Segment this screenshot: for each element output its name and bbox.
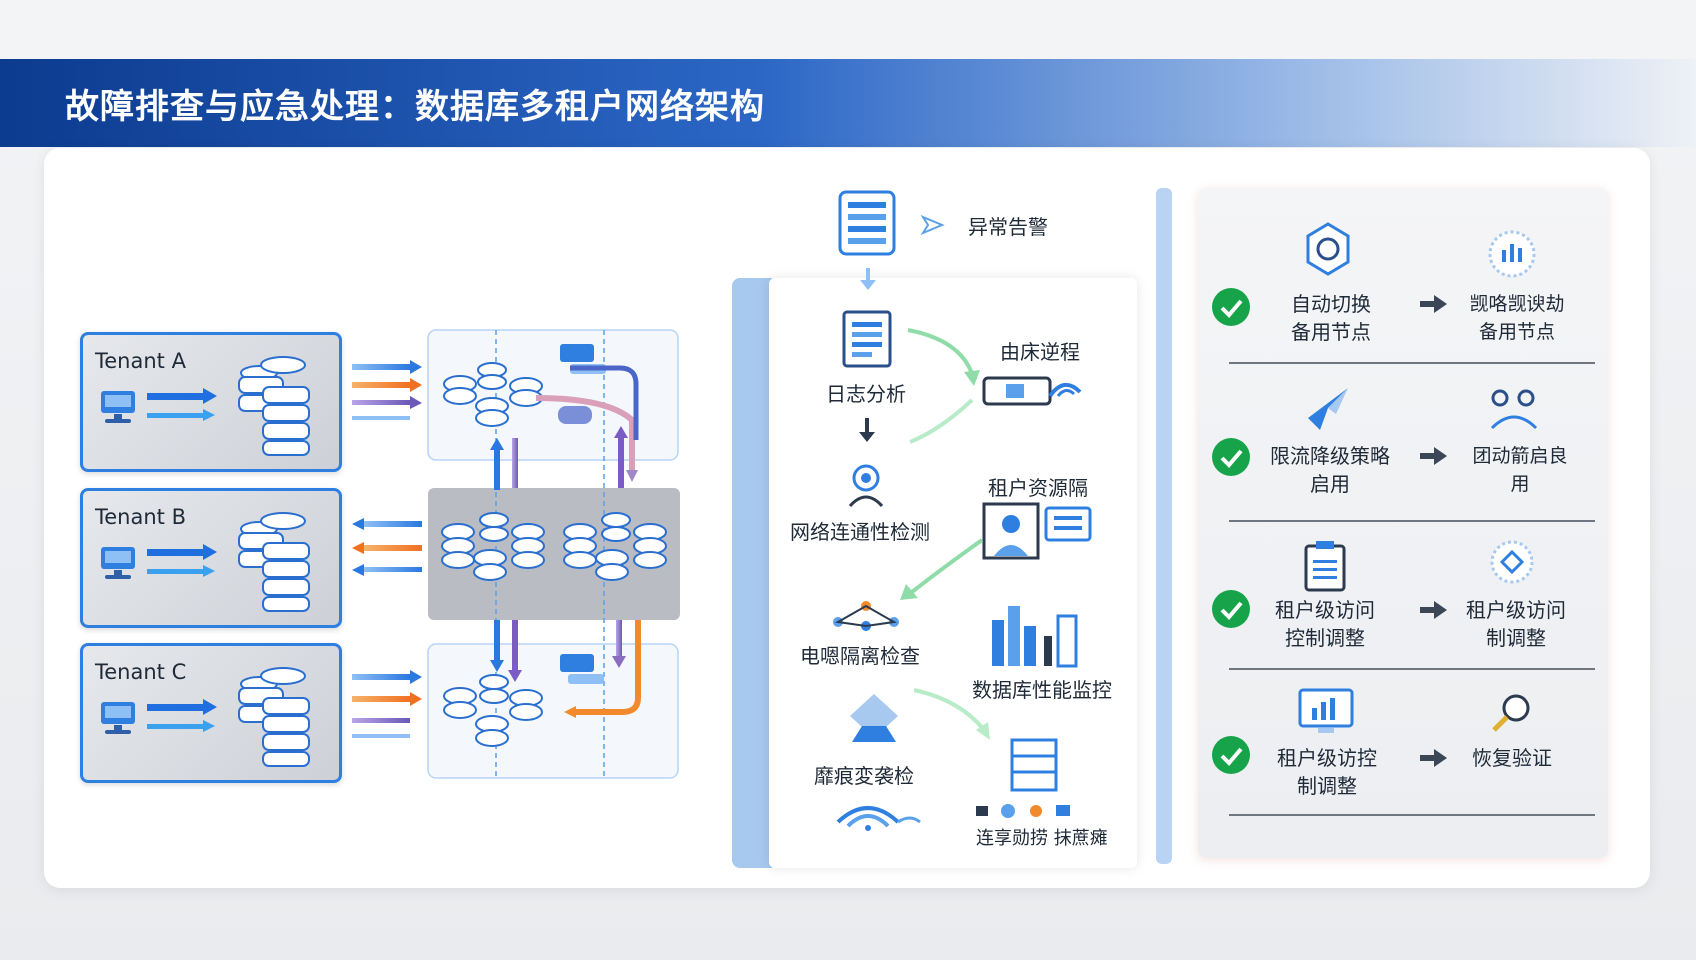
router-icon [982, 376, 1082, 406]
row-separator [1229, 520, 1595, 522]
action-3-right: 租户级访问 制调整 [1452, 596, 1580, 652]
action-3-left-line-1: 租户级访问 [1275, 598, 1375, 622]
db-monitor-chart-icon [992, 606, 1078, 668]
access-control-icon [1490, 540, 1534, 584]
rocket-icon [1308, 388, 1348, 430]
share-server-icon [1010, 738, 1058, 792]
monitor-icon [101, 547, 135, 579]
log-document-icon [842, 310, 892, 368]
flow-curve-arrows [900, 328, 990, 740]
alert-label: 异常告警 [968, 215, 1048, 239]
alert-server-icon [838, 190, 896, 256]
routing-label: 由床逆程 [1000, 340, 1080, 364]
action-4-left-line-1: 租户级访控 [1277, 746, 1377, 770]
network-check-icon [848, 464, 884, 508]
check-icon [1212, 288, 1250, 326]
alert-arrow-icon [920, 214, 945, 236]
action-1-right-line-2: 备用节点 [1478, 321, 1555, 343]
page-title: 故障排查与应急处理：数据库多租户网络架构 [65, 87, 765, 127]
action-2-right-line-1: 团动箭启良 [1472, 445, 1568, 467]
action-3-left: 租户级访问 控制调整 [1260, 596, 1390, 652]
action-2-right: 团动箭启良 用 [1452, 442, 1588, 498]
share-check-label: 连享勋捞 抹蔗瘫 [976, 828, 1108, 849]
action-3-left-line-2: 控制调整 [1285, 626, 1365, 650]
database-cluster-middle-right [563, 512, 667, 581]
failover-gear-icon [1306, 222, 1350, 276]
network-check-label: 网络连通性检测 [790, 520, 930, 544]
action-1-left-line-2: 备用节点 [1291, 320, 1371, 344]
row-separator [1229, 814, 1595, 816]
tenant-a-arrows [352, 360, 422, 420]
tenant-b-box: Tenant B [80, 488, 342, 628]
tenant-c-label: Tenant C [95, 660, 187, 684]
action-1-left-line-1: 自动切换 [1291, 292, 1371, 316]
arrow-right-icon [1420, 749, 1447, 767]
flow-panel-bar [732, 278, 772, 868]
action-2-right-line-2: 用 [1510, 473, 1530, 495]
db-monitor-label: 数据库性能监控 [972, 678, 1112, 702]
database-stack-icon [238, 356, 310, 456]
tenant-c-graphic [101, 667, 310, 767]
verify-magnifier-icon [1492, 694, 1530, 732]
down-arrow-icon [860, 268, 876, 290]
database-stack-icon [238, 512, 310, 612]
arrow-right-icon [1420, 447, 1447, 465]
tenant-resource-icon [982, 502, 1092, 560]
action-3-right-line-2: 制调整 [1486, 626, 1546, 650]
action-1-right-line-1: 觊咯觊谀劫 [1469, 293, 1565, 315]
action-3-right-line-1: 租户级访问 [1466, 598, 1566, 622]
tenant-b-graphic [101, 512, 310, 612]
server-icon-bottom [560, 654, 604, 684]
monitor-icon [101, 702, 135, 734]
clipboard-icon [1304, 541, 1346, 592]
row-separator [1229, 668, 1595, 670]
tenant-c-arrows [352, 670, 422, 738]
log-analysis-label: 日志分析 [826, 382, 906, 406]
share-icons-row [976, 804, 1070, 818]
action-4-left-line-2: 制调整 [1297, 774, 1357, 798]
tenant-b-label: Tenant B [95, 505, 186, 529]
header-banner: 故障排查与应急处理：数据库多租户网络架构 [0, 59, 1696, 147]
database-cluster-middle-left [441, 512, 545, 581]
action-4-right: 恢复验证 [1454, 744, 1570, 772]
check-icon [1212, 438, 1250, 476]
tenant-resource-label: 租户资源隔 [988, 476, 1088, 500]
isolation-network-icon [833, 601, 899, 631]
vertical-flow-arrows [490, 365, 641, 718]
monitor-chart-icon [1298, 688, 1354, 733]
isolation-check-label: 电嗯隔离检查 [800, 644, 920, 668]
down-arrow-icon [859, 418, 875, 442]
tenant-c-box: Tenant C [80, 643, 342, 783]
network-architecture-diagram [352, 329, 680, 779]
recovery-actions-panel [1198, 188, 1608, 858]
check-icon [1212, 736, 1250, 774]
action-4-right-line-1: 恢复验证 [1472, 746, 1552, 770]
action-1-right: 觊咯觊谀劫 备用节点 [1448, 290, 1586, 346]
divider-bar [1156, 188, 1172, 864]
tenant-a-label: Tenant A [95, 349, 186, 373]
arrow-right-icon [1420, 601, 1447, 619]
monitor-icon [101, 391, 135, 423]
action-2-left-line-1: 限流降级策略 [1270, 444, 1390, 468]
action-1-left: 自动切换 备用节点 [1266, 290, 1396, 346]
row-separator [1229, 362, 1595, 364]
flow-panel [769, 278, 1137, 868]
database-cluster-bottom [443, 674, 543, 747]
change-check-label: 靡痕変袭检 [814, 764, 914, 788]
change-check-icon [850, 694, 898, 742]
action-4-left: 租户级访控 制调整 [1260, 744, 1394, 800]
standby-node-icon [1488, 230, 1536, 278]
tenant-a-box: Tenant A [80, 332, 342, 472]
arrow-right-icon [1420, 295, 1447, 313]
action-2-left: 限流降级策略 启用 [1260, 442, 1400, 498]
tenant-a-graphic [101, 356, 310, 456]
action-2-left-line-2: 启用 [1310, 472, 1350, 496]
user-network-icon [1490, 389, 1538, 430]
tenant-b-arrows [352, 518, 422, 576]
database-stack-icon [238, 667, 310, 767]
check-icon [1212, 590, 1250, 628]
wifi-icon [836, 806, 921, 831]
